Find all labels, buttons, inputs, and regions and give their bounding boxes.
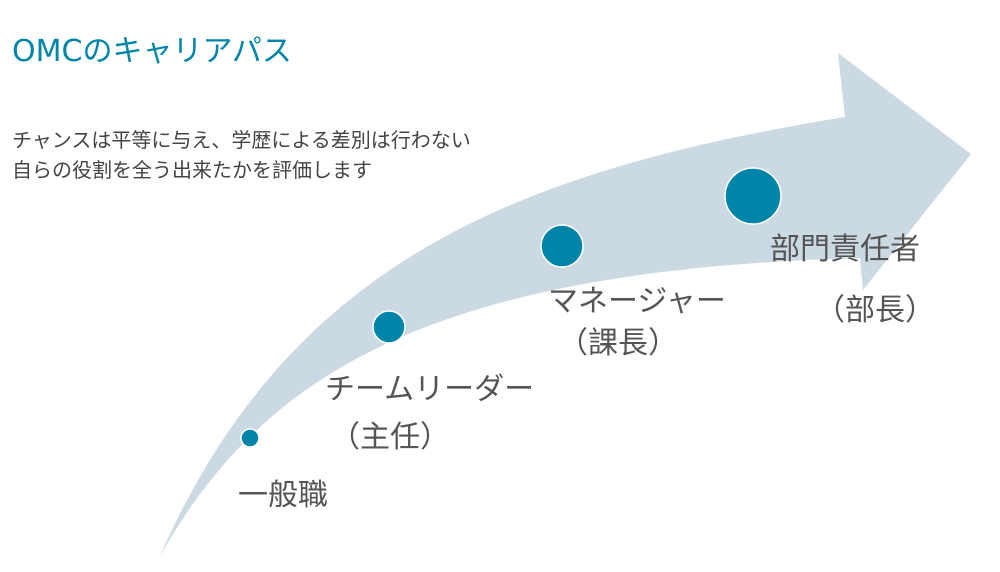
stage-label-general: 一般職 bbox=[238, 478, 328, 513]
subtitle-line-1: チャンスは平等に与え、学歴による差別は行わない bbox=[12, 128, 471, 152]
stage-sub-team-leader: （主任） bbox=[330, 420, 450, 455]
stage-dot-3 bbox=[540, 224, 584, 268]
stage-label-manager: マネージャー bbox=[548, 284, 726, 319]
subtitle-line-2: 自らの役割を全う出来たかを評価します bbox=[12, 158, 372, 182]
stage-dot-1 bbox=[240, 428, 260, 448]
stage-label-department-head: 部門責任者 bbox=[770, 232, 920, 267]
page-title: OMCのキャリアパス bbox=[12, 34, 292, 69]
stage-sub-department-head: （部長） bbox=[815, 293, 935, 328]
stage-dot-4 bbox=[724, 167, 782, 225]
stage-label-team-leader: チームリーダー bbox=[325, 372, 535, 407]
stage-sub-manager: （課長） bbox=[558, 326, 678, 361]
stage-dot-2 bbox=[372, 310, 406, 344]
